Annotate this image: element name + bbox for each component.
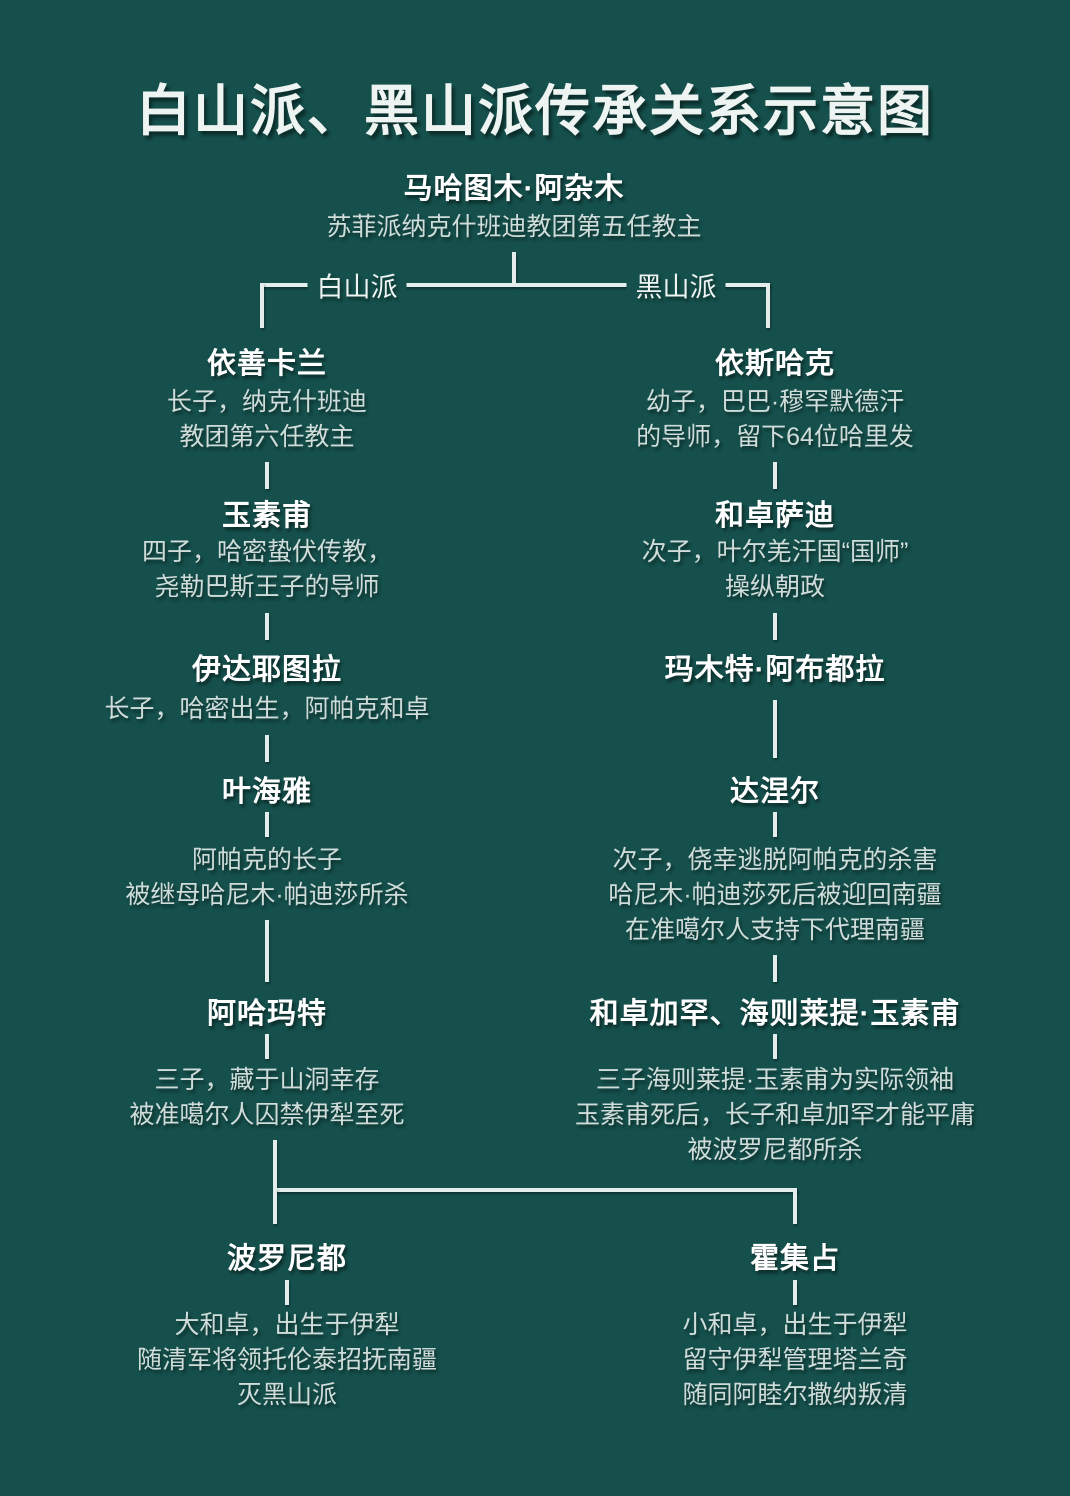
connector-bottom-right-drop	[793, 1188, 797, 1224]
node-name-left-4: 阿哈玛特	[206, 998, 328, 1030]
page-title: 白山派、黑山派传承关系示意图	[135, 81, 934, 142]
node-desc-bottom-1: 小和卓，出生于伊犁留守伊犁管理塔兰奇随同阿睦尔撒纳叛清	[682, 1311, 908, 1409]
node-desc-bottom-0: 大和卓，出生于伊犁随清军将领托伦泰招抚南疆灭黑山派	[136, 1311, 438, 1409]
connector-right-4-desc	[773, 1034, 777, 1059]
connector-left-3-desc	[265, 812, 269, 837]
node-name-left-3: 叶海雅	[221, 776, 313, 808]
connector-bottom-left-drop	[273, 1188, 277, 1224]
connector-right-3-4	[773, 955, 777, 982]
connector-bottom-0-desc	[285, 1280, 289, 1305]
connector-branch-bar	[260, 283, 770, 287]
node-desc-left-2: 长子，哈密出生，阿帕克和卓	[104, 695, 430, 723]
node-desc-right-0: 幼子，巴巴·穆罕默德汗的导师，留下64位哈里发	[636, 388, 914, 451]
connector-right-1-2	[773, 613, 777, 640]
connector-left-4-desc	[265, 1034, 269, 1059]
node-desc-right-3: 次子，侥幸逃脱阿帕克的杀害哈尼木·帕迪莎死后被迎回南疆在准噶尔人支持下代理南疆	[608, 846, 942, 944]
branch-label-right: 黑山派	[626, 265, 726, 305]
node-name-right-0: 依斯哈克	[714, 348, 836, 380]
node-desc-right-1: 次子，叶尔羌汗国“国师”操纵朝政	[641, 538, 909, 601]
node-name-left-2: 伊达耶图拉	[191, 654, 343, 686]
connector-left-1-2	[265, 613, 269, 640]
node-name-right-4: 和卓加罕、海则莱提·玉素甫	[589, 998, 961, 1030]
node-name-right-1: 和卓萨迪	[714, 500, 836, 532]
node-name-right-3: 达涅尔	[729, 776, 821, 808]
node-desc-root: 苏菲派纳克什班迪教团第五任教主	[326, 213, 702, 241]
connector-left-0-1	[265, 462, 269, 489]
connector-right-0-1	[773, 462, 777, 489]
connector-left-2-3	[265, 735, 269, 762]
connector-root-stem	[512, 252, 516, 285]
node-desc-left-3: 阿帕克的长子被继母哈尼木·帕迪莎所杀	[125, 846, 409, 909]
connector-branch-left-drop	[260, 283, 264, 328]
node-name-left-0: 依善卡兰	[206, 348, 328, 380]
connector-right-3-desc	[773, 812, 777, 837]
connector-bottom-stem	[273, 1140, 277, 1190]
connector-bottom-bar	[273, 1188, 797, 1192]
node-desc-left-4: 三子，藏于山洞幸存被准噶尔人囚禁伊犁至死	[129, 1066, 405, 1129]
connector-branch-right-drop	[766, 283, 770, 328]
connector-right-2-3	[773, 700, 777, 758]
node-desc-left-0: 长子，纳克什班迪教团第六任教主	[166, 388, 368, 451]
node-desc-right-4: 三子海则莱提·玉素甫为实际领袖玉素甫死后，长子和卓加罕才能平庸被波罗尼都所杀	[574, 1066, 976, 1164]
node-name-root: 马哈图木·阿杂木	[403, 173, 625, 205]
connector-bottom-1-desc	[793, 1280, 797, 1305]
connector-left-3-4	[265, 920, 269, 982]
node-name-bottom-0: 波罗尼都	[226, 1243, 348, 1275]
node-name-right-2: 玛木特·阿布都拉	[664, 654, 886, 686]
node-desc-left-1: 四子，哈密蛰伏传教，尧勒巴斯王子的导师	[141, 538, 393, 601]
branch-label-left: 白山派	[307, 265, 407, 305]
node-name-left-1: 玉素甫	[221, 500, 313, 532]
node-name-bottom-1: 霍集占	[749, 1243, 841, 1275]
